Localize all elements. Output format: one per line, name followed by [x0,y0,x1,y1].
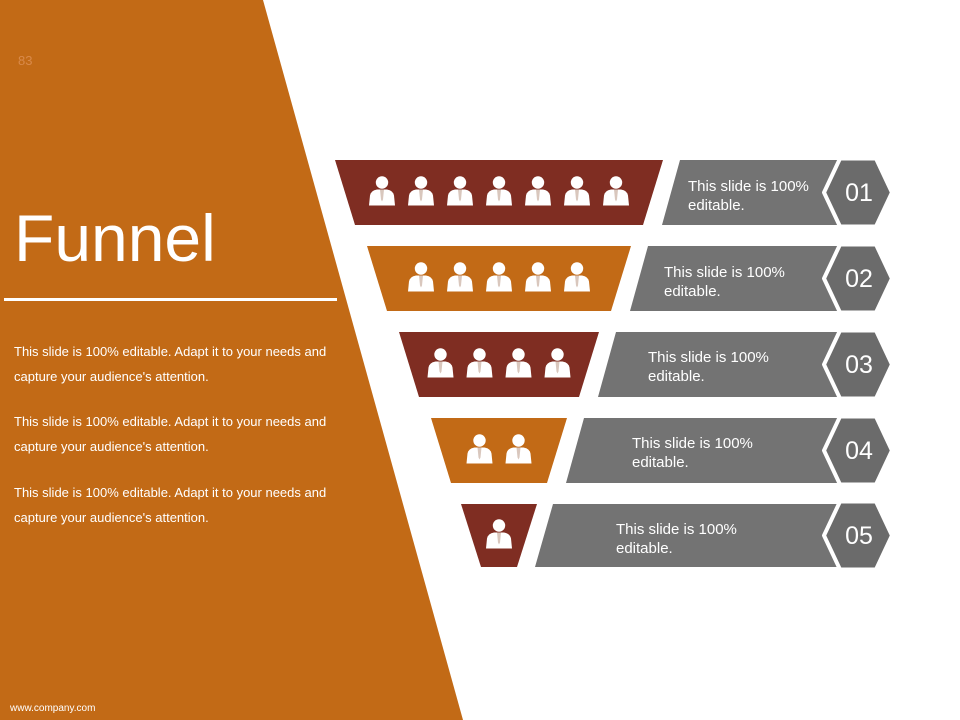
person-icon [466,434,493,464]
person-tie [575,189,579,202]
person-tie [438,361,443,374]
stage-4-hexagon [822,414,894,487]
funnel-diagram [335,156,894,572]
person-head [492,262,506,275]
person-tie [536,275,540,288]
person-tie [419,189,423,202]
person-icon [505,434,532,464]
person-head [531,176,545,189]
person-head [512,348,525,361]
person-icon [447,176,473,206]
footer-url: www.company.com [10,703,96,714]
person-tie [497,189,501,202]
stage-1-banner [662,160,840,225]
stage-3-banner [598,332,840,397]
funnel-stage-4 [431,418,567,483]
person-tie [497,275,501,288]
person-head [414,262,428,275]
stage-2-hexagon [822,242,894,315]
stage-4-text: This slide is 100% editable. [632,435,753,471]
title-underline [4,298,337,301]
person-icon [408,176,434,206]
person-icon [447,262,473,292]
person-head [512,434,525,447]
person-icon [505,348,532,378]
stage-1-hexagon [822,156,894,229]
person-head [492,519,506,532]
person-icon [369,176,395,206]
person-tie [516,447,521,460]
person-tie [614,189,618,202]
stage-3-hexagon [822,328,894,401]
person-tie [458,275,462,288]
left-orange-panel [0,0,463,720]
person-icon [603,176,629,206]
person-icon [525,176,551,206]
funnel-stage-3 [399,332,599,397]
person-tie [477,447,482,460]
stage-4-banner [566,418,840,483]
person-head [570,176,584,189]
stage-3-number: 03 [845,351,873,379]
person-icon [564,262,590,292]
person-head [551,348,564,361]
person-icon [408,262,434,292]
stage-5-hexagon [822,499,894,572]
person-head [434,348,447,361]
slide-number: 83 [18,53,33,68]
stage-5-banner [535,504,840,567]
person-icon [525,262,551,292]
stage-2-number: 02 [845,265,873,293]
person-head [453,176,467,189]
person-head [473,348,486,361]
person-tie [477,361,482,374]
stage-1-text: This slide is 100% editable. [688,178,809,214]
person-icon [544,348,571,378]
person-head [570,262,584,275]
person-tie [516,361,521,374]
stage-2-banner [630,246,840,311]
person-icon [486,262,512,292]
person-head [531,262,545,275]
body-paragraph: This slide is 100% editable. Adapt it to… [14,485,327,525]
stage-2-text: This slide is 100% editable. [664,264,785,300]
person-head [473,434,486,447]
slide-title: Funnel [14,201,216,275]
stage-1-number: 01 [845,179,873,207]
stage-5-number: 05 [845,522,873,550]
person-tie [575,275,579,288]
person-icon [486,176,512,206]
stage-5-text: This slide is 100% editable. [616,521,737,557]
person-tie [555,361,560,374]
person-head [609,176,623,189]
person-icon [486,519,512,549]
stage-4-number: 04 [845,437,873,465]
person-tie [458,189,462,202]
person-icon [427,348,454,378]
person-head [492,176,506,189]
person-icon [564,176,590,206]
body-paragraph: This slide is 100% editable. Adapt it to… [14,344,327,384]
person-tie [497,532,501,545]
stage-3-text: This slide is 100% editable. [648,349,769,385]
person-head [453,262,467,275]
person-tie [380,189,384,202]
person-head [414,176,428,189]
body-paragraph: This slide is 100% editable. Adapt it to… [14,414,327,454]
person-tie [536,189,540,202]
person-head [375,176,389,189]
person-tie [419,275,423,288]
person-icon [466,348,493,378]
